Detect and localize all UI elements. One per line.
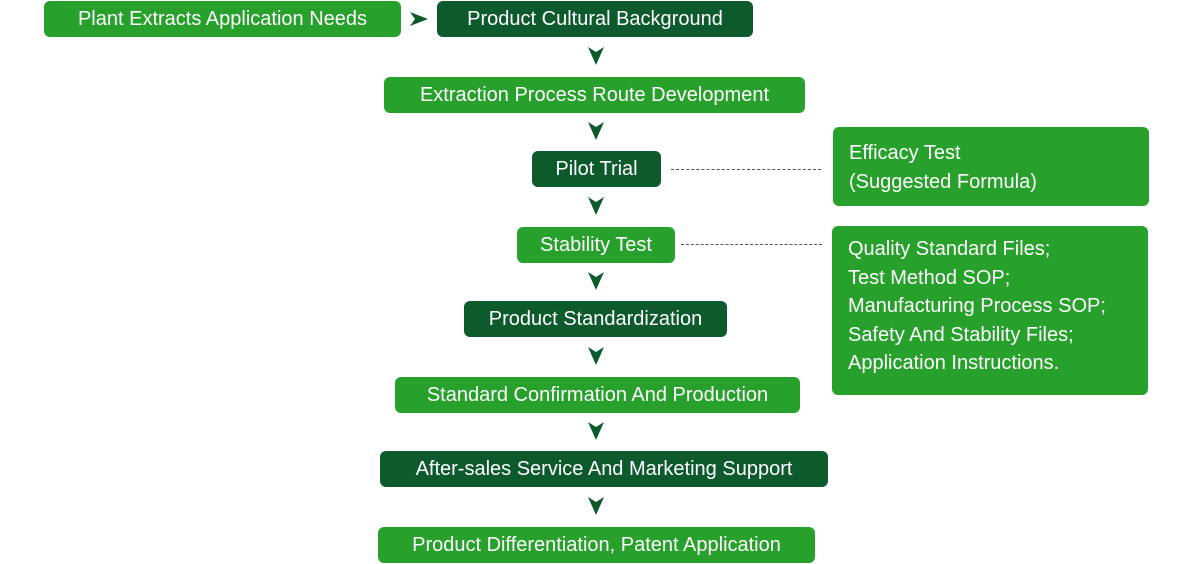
step-product-standardization: Product Standardization xyxy=(464,301,727,337)
arrow-down-icon xyxy=(588,122,604,140)
step-product-cultural-background: Product Cultural Background xyxy=(437,1,753,37)
side-box-line: Application Instructions. xyxy=(848,352,1060,374)
step-extraction-process-route-development: Extraction Process Route Development xyxy=(384,77,805,113)
dashed-connector-stability-documents xyxy=(681,244,822,245)
arrow-down-icon xyxy=(588,347,604,365)
arrow-down-icon xyxy=(588,47,604,65)
arrow-down-icon xyxy=(588,497,604,515)
step-standard-confirmation-and-production: Standard Confirmation And Production xyxy=(395,377,800,413)
side-box-line: Safety And Stability Files; xyxy=(848,323,1074,346)
side-box-line: Quality Standard Files; xyxy=(848,238,1051,260)
arrow-right-icon xyxy=(410,12,428,26)
side-box-line: Efficacy Test xyxy=(849,142,961,164)
step-plant-extracts-application-needs: Plant Extracts Application Needs xyxy=(44,1,401,37)
dashed-connector-pilot-efficacy xyxy=(671,169,821,170)
arrow-down-icon xyxy=(588,272,604,290)
arrow-down-icon xyxy=(588,197,604,215)
step-pilot-trial: Pilot Trial xyxy=(532,151,661,187)
side-box-documents: Quality Standard Files; Test Method SOP;… xyxy=(832,226,1148,395)
step-product-differentiation-patent-application: Product Differentiation, Patent Applicat… xyxy=(378,527,815,563)
arrow-down-icon xyxy=(588,422,604,440)
side-box-line: Test Method SOP; xyxy=(848,266,1011,289)
side-box-line: (Suggested Formula) xyxy=(849,170,1037,193)
side-box-line: Manufacturing Process SOP; xyxy=(848,295,1106,317)
step-stability-test: Stability Test xyxy=(517,227,675,263)
side-box-efficacy-test: Efficacy Test (Suggested Formula) xyxy=(833,127,1149,206)
step-after-sales-service-and-marketing-support: After-sales Service And Marketing Suppor… xyxy=(380,451,828,487)
